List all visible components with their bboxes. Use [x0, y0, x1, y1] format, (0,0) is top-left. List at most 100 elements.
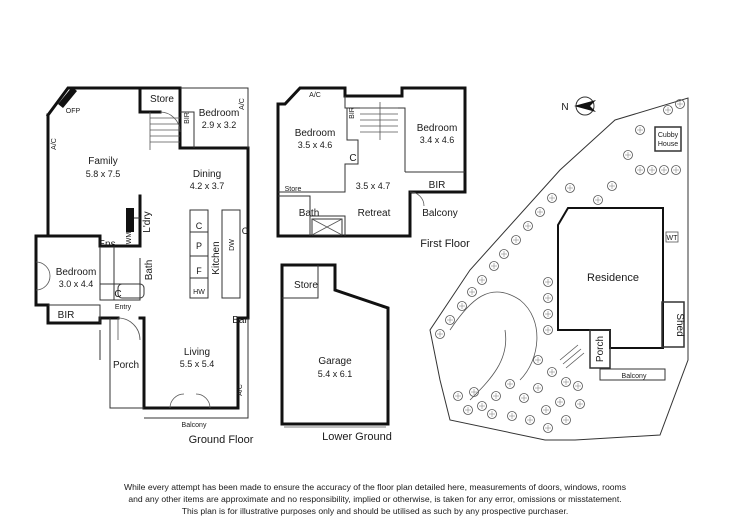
tree-icon	[635, 125, 645, 135]
tree-icon	[573, 381, 583, 391]
entry-label: Entry	[115, 304, 132, 311]
tree-icon	[533, 355, 543, 365]
site-plan	[429, 97, 689, 441]
ensuite-label: Ens	[98, 239, 115, 250]
tree-icon	[505, 379, 515, 389]
dining-name: Dining	[193, 169, 221, 180]
tree-icon	[663, 105, 673, 115]
store-label: Store	[150, 94, 174, 105]
tree-icon	[647, 165, 657, 175]
tree-icon	[453, 391, 463, 401]
residence-label: Residence	[587, 272, 639, 284]
lg-store-label: Store	[294, 280, 318, 291]
tree-icon	[511, 235, 521, 245]
ff-retreat-size: 3.5 x 4.7	[356, 181, 391, 191]
tree-icon	[547, 367, 557, 377]
tree-icon	[477, 401, 487, 411]
lower-ground-title: Lower Ground	[322, 431, 392, 443]
tree-icon	[491, 391, 501, 401]
tree-icon	[435, 329, 445, 339]
disclaimer-line: and any other items are approximate and …	[128, 494, 622, 504]
porch-label: Porch	[113, 360, 139, 371]
ac-living-label: A/C	[237, 384, 244, 396]
tree-icon	[469, 387, 479, 397]
cubby-label-1: Cubby	[658, 132, 679, 139]
wm-label: WM	[126, 232, 133, 245]
disclaimer: While every attempt has been made to ens…	[0, 481, 750, 517]
tree-icon	[555, 397, 565, 407]
tree-icon	[543, 325, 553, 335]
bedroom-main-name: Bedroom	[199, 108, 240, 119]
site-trees	[435, 99, 685, 433]
fridge-label: F	[196, 266, 202, 276]
tree-icon	[507, 411, 517, 421]
ff-ac-label: A/C	[309, 92, 321, 99]
tree-icon	[535, 207, 545, 217]
laundry-label: L'dry	[142, 211, 153, 232]
living-name: Living	[184, 347, 210, 358]
tree-icon	[463, 405, 473, 415]
tree-icon	[467, 287, 477, 297]
lower-ground-plan	[280, 263, 390, 428]
shed-label: Shed	[674, 313, 685, 336]
ff-bir-left-label: BIR	[349, 107, 356, 119]
tree-icon	[575, 399, 585, 409]
ff-bedroom-left-name: Bedroom	[295, 128, 336, 139]
ff-retreat-name: Retreat	[358, 208, 391, 219]
ground-floor-title: Ground Floor	[189, 434, 254, 446]
ground-floor-labels: OFP A/C Store BIR Bedroom 2.9 x 3.2 A/C …	[51, 94, 254, 446]
tree-icon	[499, 249, 509, 259]
ground-floor-plan	[34, 86, 250, 419]
site-porch-label: Porch	[595, 336, 606, 362]
family-name: Family	[88, 156, 117, 167]
garage-name: Garage	[318, 356, 352, 367]
tree-icon	[635, 165, 645, 175]
wm-block	[126, 208, 134, 232]
tree-icon	[477, 275, 487, 285]
living-size: 5.5 x 5.4	[180, 359, 215, 369]
tree-icon	[547, 193, 557, 203]
ff-bedroom-left-size: 3.5 x 4.6	[298, 140, 333, 150]
tree-icon	[523, 221, 533, 231]
tree-icon	[489, 261, 499, 271]
bath-label: Bath	[144, 260, 155, 281]
site-balcony-label: Balcony	[622, 373, 647, 380]
first-floor-plan	[276, 86, 467, 238]
tree-icon	[541, 405, 551, 415]
ff-bir-right-label: BIR	[429, 180, 446, 191]
balcony-label: Balcony	[182, 422, 207, 429]
ff-bath-label: Bath	[299, 208, 320, 219]
bathtub-icon	[117, 283, 145, 299]
tree-icon	[671, 165, 681, 175]
garage-size: 5.4 x 6.1	[318, 369, 353, 379]
first-floor-labels: A/C BIR Bedroom 3.5 x 4.6 Bedroom 3.4 x …	[285, 92, 470, 250]
tree-icon	[607, 181, 617, 191]
bar-label: Bar	[232, 315, 248, 326]
ac-bed-label: A/C	[239, 98, 246, 110]
ff-balcony-label: Balcony	[422, 208, 458, 219]
tree-icon	[543, 423, 553, 433]
fireplace-icon	[58, 87, 77, 108]
bedroom-side-name: Bedroom	[56, 267, 97, 278]
disclaimer-line: This plan is for illustrative purposes o…	[181, 506, 569, 516]
tree-icon	[543, 293, 553, 303]
first-floor-title: First Floor	[420, 238, 470, 250]
tree-icon	[525, 415, 535, 425]
north-label: N	[561, 102, 568, 113]
site-labels: Cubby House WT Residence Shed Porch Balc…	[587, 132, 685, 380]
dining-size: 4.2 x 3.7	[190, 181, 225, 191]
bedroom-side-size: 3.0 x 4.4	[59, 279, 94, 289]
wt-label: WT	[667, 235, 679, 242]
tree-icon	[543, 277, 553, 287]
tree-icon	[675, 99, 685, 109]
dw-label: DW	[229, 239, 236, 251]
ofp-label: OFP	[66, 108, 81, 115]
bir-top-label: BIR	[184, 112, 191, 124]
kitchen-label: Kitchen	[211, 241, 222, 274]
cubby-label-2: House	[658, 141, 678, 148]
tree-icon	[659, 165, 669, 175]
north-arrow-icon	[574, 96, 596, 116]
hw-label: HW	[193, 289, 205, 296]
c-kitchen-label: C	[242, 226, 249, 236]
ff-c-label: C	[349, 153, 356, 164]
